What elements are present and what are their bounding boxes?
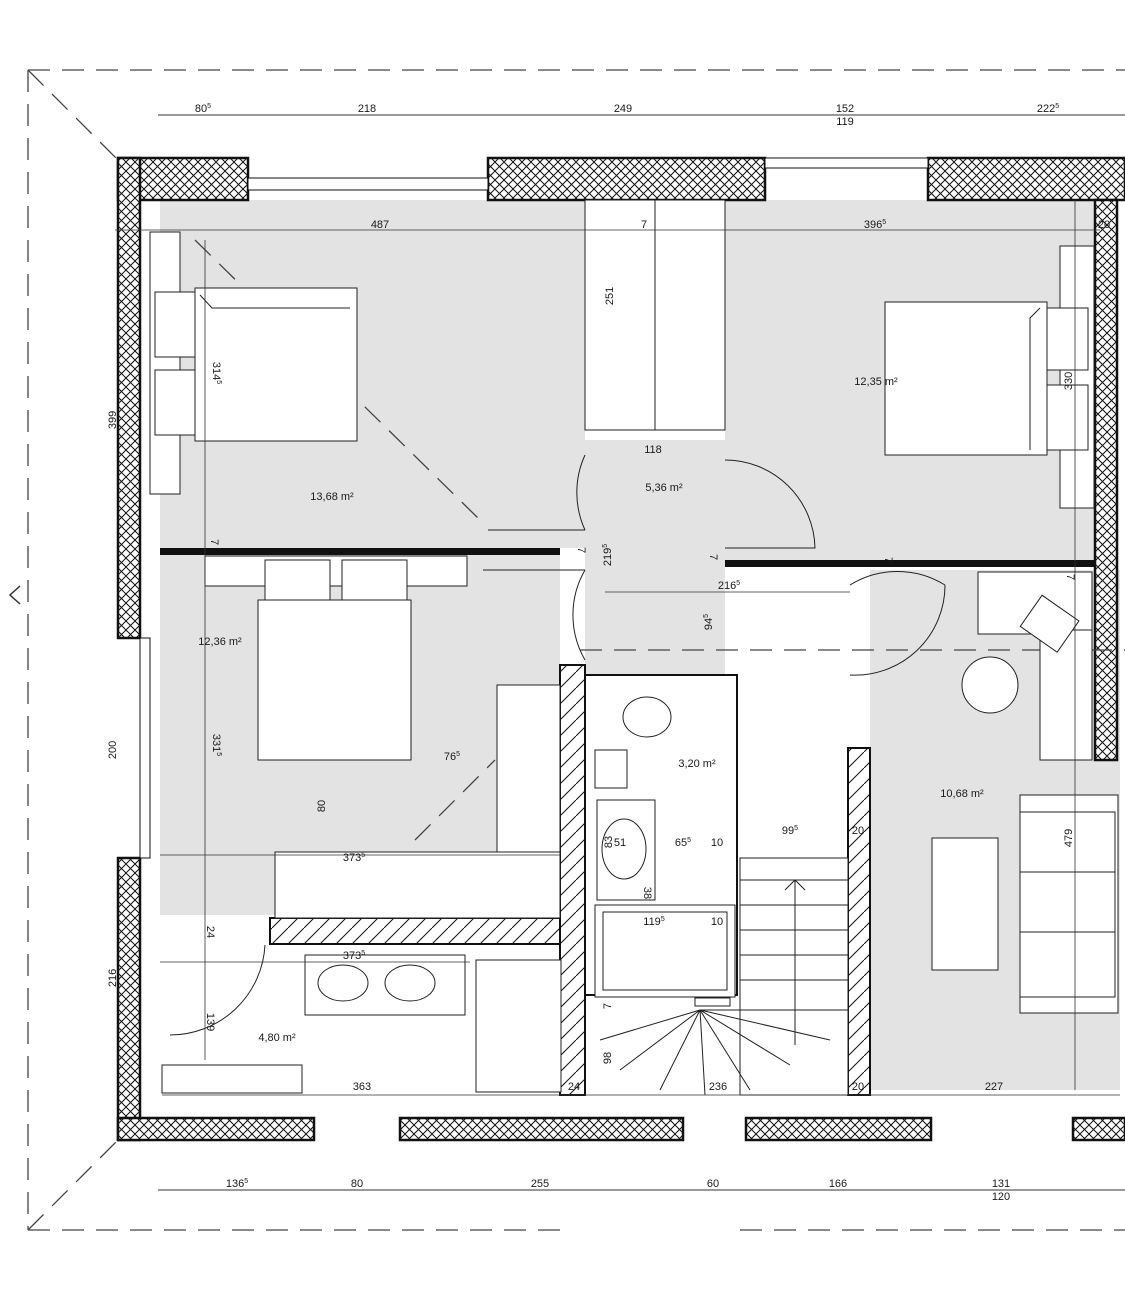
area-bedroom-3: 12,36 m² xyxy=(198,636,242,648)
dim-top-1: 805 xyxy=(195,103,211,115)
dim-inner: 7 xyxy=(602,1003,614,1009)
dims-inner: 487 7 3965 20 251 3145 330 118 2195 7 7 … xyxy=(204,219,1110,1093)
dim-bottom-4: 60 xyxy=(707,1178,719,1190)
dim-inner: 1195 xyxy=(643,916,665,928)
area-bedroom-1: 13,68 m² xyxy=(310,491,354,503)
office-furniture xyxy=(931,571,1119,1014)
chevron-left-icon[interactable] xyxy=(8,585,21,605)
dim-inner: 995 xyxy=(782,825,798,837)
dim-inner: 38 xyxy=(641,887,653,899)
dim-inner: 3315 xyxy=(210,734,222,756)
area-office: 10,68 m² xyxy=(940,788,984,800)
dims-top: 805 218 249 152 119 2225 xyxy=(195,103,1059,128)
dim-bottom-5: 166 xyxy=(829,1178,847,1190)
dim-inner: 7 xyxy=(641,219,647,231)
dim-top-4: 152 xyxy=(836,103,854,115)
dim-inner: 3735 xyxy=(343,950,365,962)
dim-inner: 3735 xyxy=(343,852,365,864)
dim-inner: 24 xyxy=(568,1081,580,1093)
dim-inner: 7 xyxy=(882,557,894,563)
dim-left-1: 399 xyxy=(107,411,119,429)
dim-inner: 479 xyxy=(1063,829,1075,847)
dim-inner: 7 xyxy=(208,539,220,545)
dim-inner: 24 xyxy=(204,926,216,938)
dim-inner: 765 xyxy=(444,751,460,763)
dim-inner: 7 xyxy=(575,547,587,553)
dim-inner: 98 xyxy=(602,1052,614,1064)
area-bedroom-2: 12,35 m² xyxy=(854,376,898,388)
bed-2 xyxy=(884,245,1095,509)
dim-inner: 7 xyxy=(707,554,719,560)
room-labels: 13,68 m² 5,36 m² 12,35 m² 12,36 m² 3,20 … xyxy=(198,376,984,1044)
dim-inner: 945 xyxy=(703,614,715,630)
dim-bottom-3: 255 xyxy=(531,1178,549,1190)
dim-inner: 227 xyxy=(985,1081,1003,1093)
area-hall: 5,36 m² xyxy=(645,482,683,494)
dim-inner: 20 xyxy=(852,1081,864,1093)
stairs xyxy=(599,857,849,1096)
dim-inner: 2165 xyxy=(718,580,740,592)
dim-inner: 3965 xyxy=(864,219,886,231)
dim-inner: 20 xyxy=(852,825,864,837)
dim-inner: 655 xyxy=(675,837,691,849)
roof-outline xyxy=(27,69,1125,1231)
dim-bottom-6: 131 xyxy=(992,1178,1010,1190)
dim-inner: 139 xyxy=(204,1013,216,1031)
dim-inner: 10 xyxy=(711,837,723,849)
dim-bottom-7: 120 xyxy=(992,1191,1010,1203)
exterior-walls xyxy=(116,156,1125,1142)
dim-left-2: 200 xyxy=(107,741,119,759)
area-wc: 3,20 m² xyxy=(678,758,716,770)
dims-bottom: 1365 80 255 60 166 131 120 xyxy=(226,1178,1010,1203)
dims-left: 399 200 216 xyxy=(107,411,119,987)
dim-inner: 2195 xyxy=(602,544,614,566)
dim-top-6: 2225 xyxy=(1037,103,1059,115)
interior-walls xyxy=(160,199,1095,1096)
dim-inner: 487 xyxy=(371,219,389,231)
dim-inner: 20 xyxy=(1098,219,1110,231)
dim-left-3: 216 xyxy=(107,969,119,987)
dim-inner: 51 xyxy=(614,837,626,849)
dim-inner: 10 xyxy=(711,916,723,928)
door-swings xyxy=(169,239,1125,1036)
dimension-lines xyxy=(115,114,1125,1191)
dim-inner: 236 xyxy=(709,1081,727,1093)
dim-top-5: 119 xyxy=(836,116,854,128)
dim-top-3: 249 xyxy=(614,103,632,115)
bed-3 xyxy=(204,555,561,919)
dim-inner: 118 xyxy=(644,444,662,456)
dim-inner: 251 xyxy=(604,287,616,305)
dim-top-2: 218 xyxy=(358,103,376,115)
dim-inner: 330 xyxy=(1063,372,1075,390)
dim-bottom-2: 80 xyxy=(351,1178,363,1190)
dim-inner: 363 xyxy=(353,1081,371,1093)
dim-inner: 80 xyxy=(316,800,328,812)
dim-inner: 3145 xyxy=(210,362,222,384)
area-bathroom: 4,80 m² xyxy=(258,1032,296,1044)
wc-fixtures xyxy=(161,696,736,1094)
bed-1 xyxy=(149,231,358,495)
dim-inner: 7 xyxy=(1064,574,1076,580)
dim-inner: 83 xyxy=(603,836,615,848)
dim-bottom-1: 1365 xyxy=(226,1178,248,1190)
